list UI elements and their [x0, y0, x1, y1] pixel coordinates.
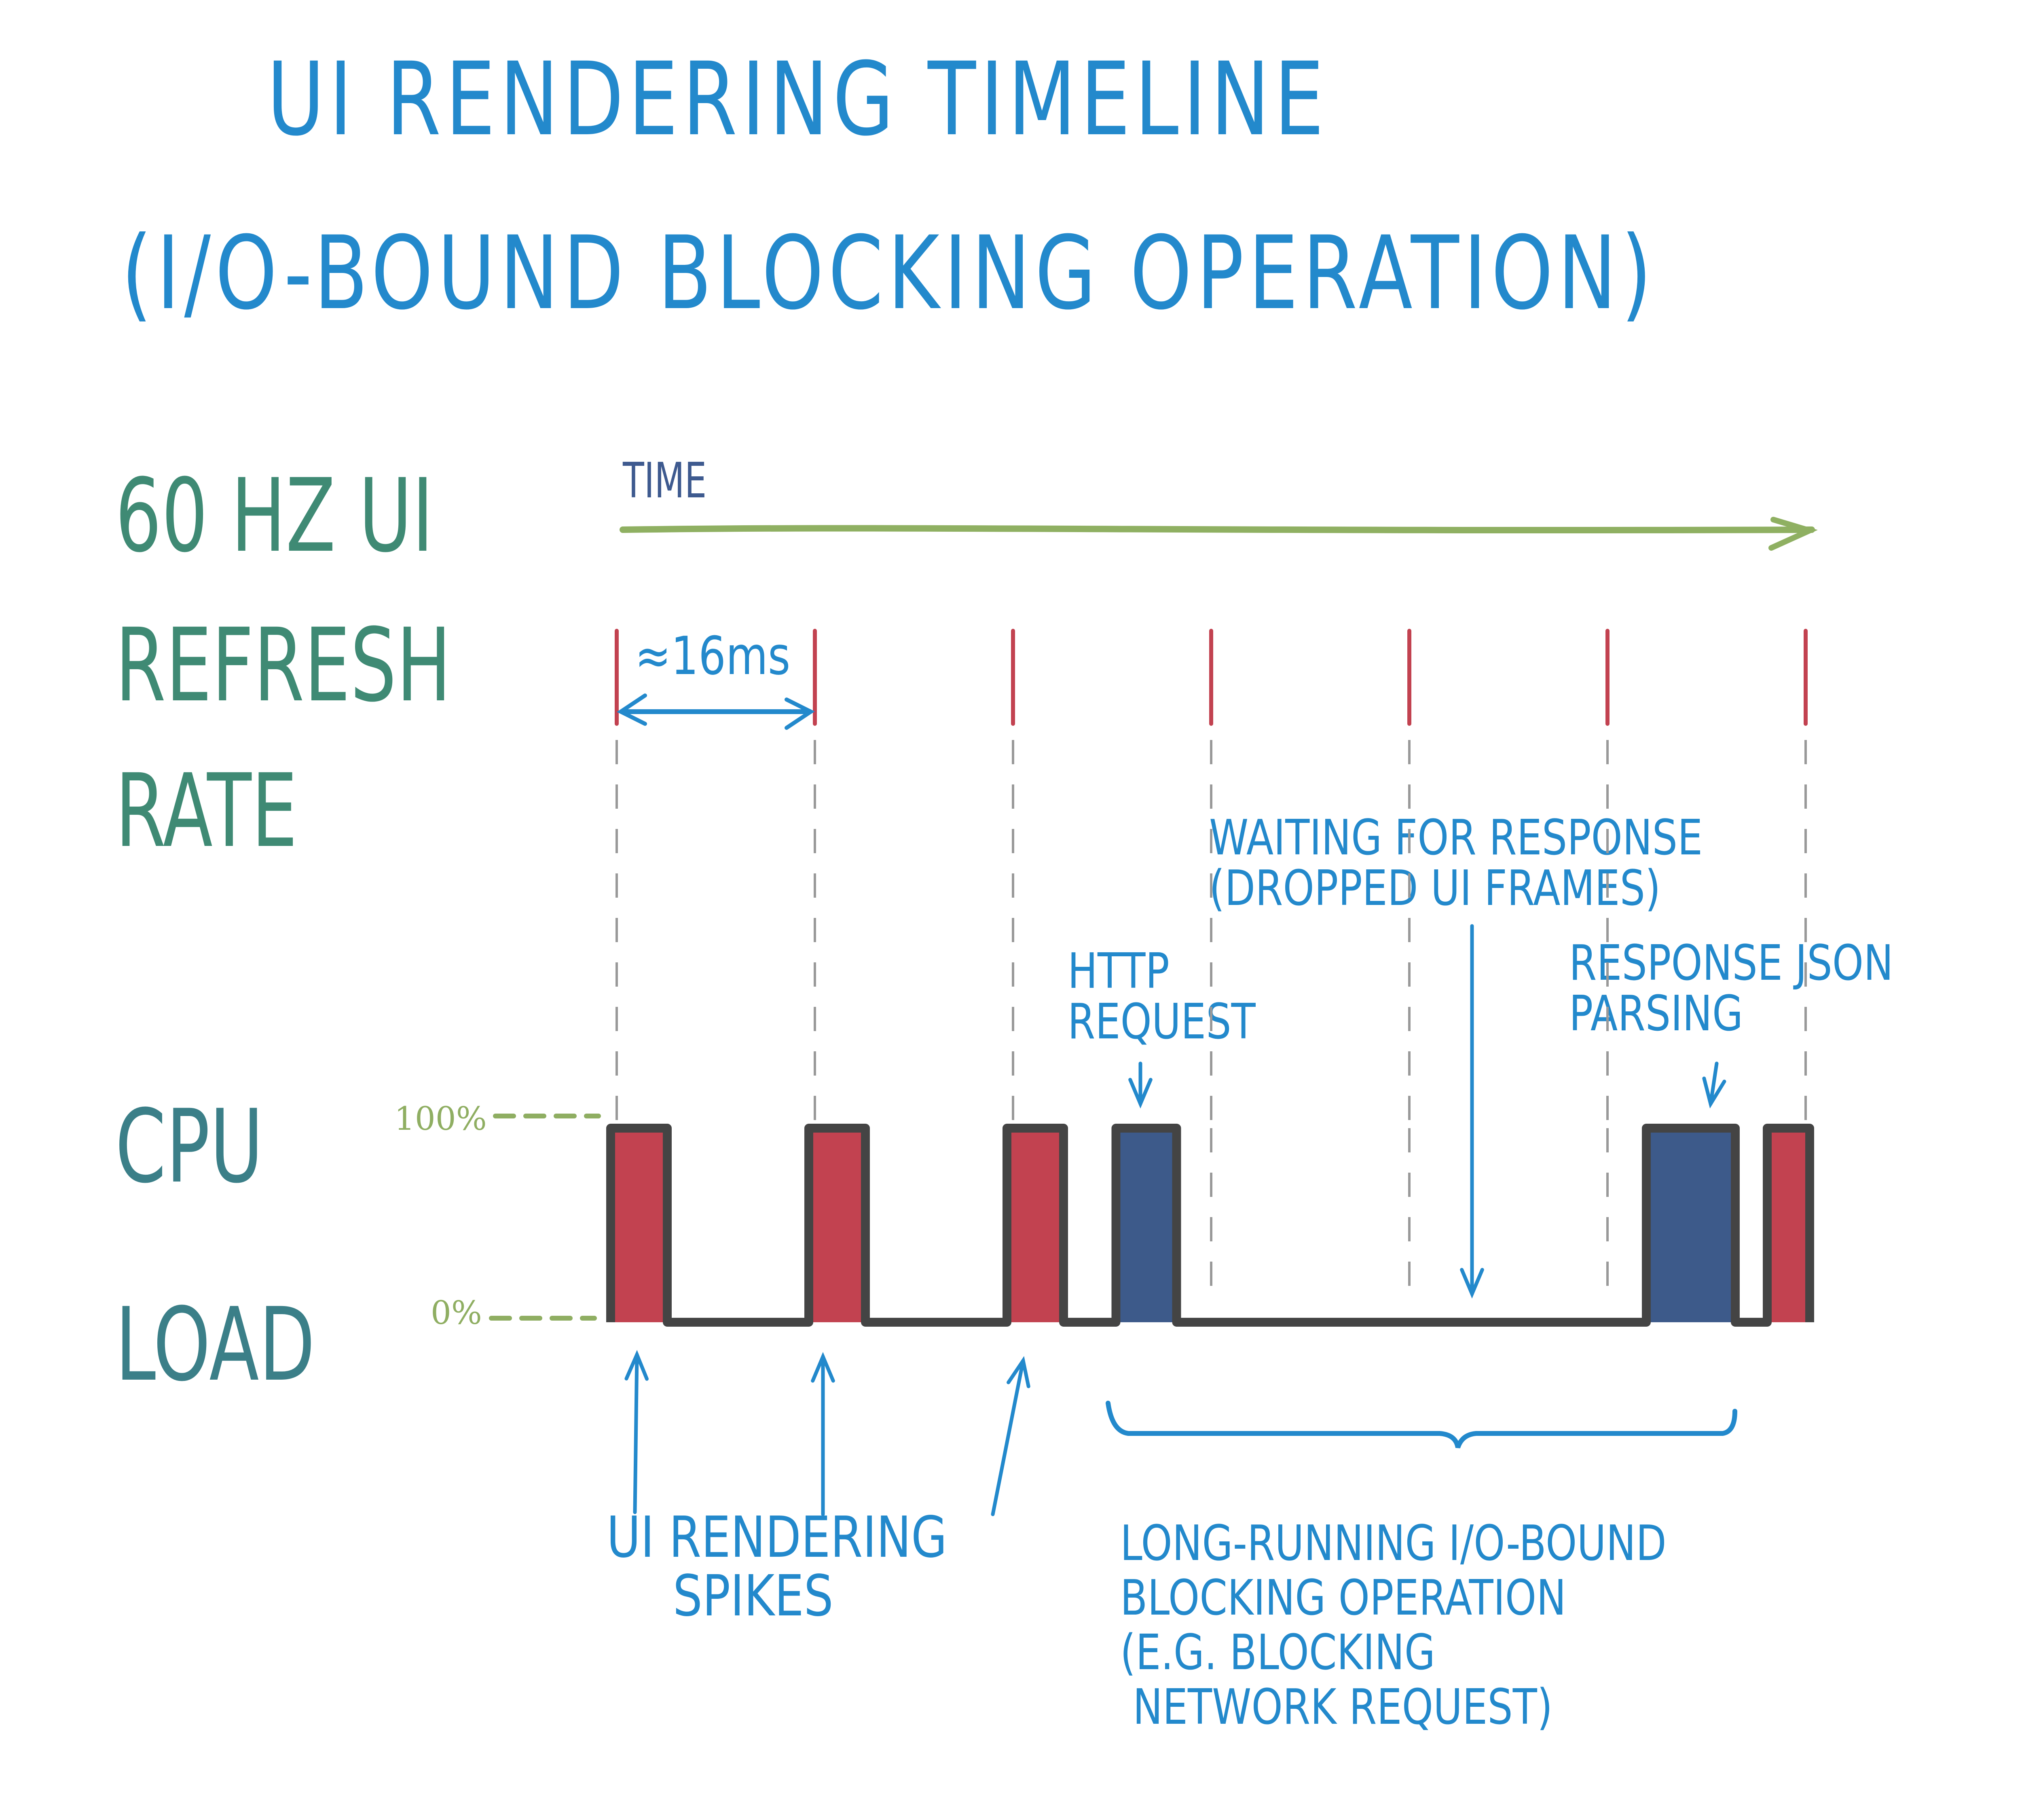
cpu-min-label: 0%: [431, 1294, 482, 1332]
cpu-bars: [606, 1124, 1814, 1322]
json-parsing-annotation-line-1: RESPONSE JSON: [1569, 935, 1893, 991]
http-request-annotation-line-1: HTTP: [1068, 943, 1170, 1000]
time-axis: [617, 517, 1818, 730]
frame-guides: [615, 740, 1807, 1302]
cpu-bar-http-request: [1120, 1132, 1173, 1322]
refresh-interval-label: ≈16ms: [635, 625, 791, 687]
waiting-annotation: WAITING FOR RESPONSE (DROPPED UI FRAMES): [1209, 813, 1703, 914]
cpu-max-label: 100%: [394, 1100, 487, 1137]
refresh-rate-label-3: RATE: [115, 752, 298, 870]
time-arrow-line: [620, 525, 1815, 534]
json-parsing-arrow-head: [1702, 1076, 1726, 1109]
cpu-bar-ui-render: [813, 1132, 861, 1322]
waiting-arrow-head: [1460, 1268, 1484, 1299]
cpu-bar-outline: [1003, 1124, 1068, 1322]
io-operation-brace: [1106, 1401, 1737, 1449]
cpu-bar-json-parsing: [1650, 1132, 1731, 1322]
title-line-2: (I/O-BOUND BLOCKING OPERATION): [121, 214, 1656, 332]
cpu-bar-ui-render: [1011, 1132, 1060, 1322]
json-parsing-annotation-line-2: PARSING: [1569, 986, 1743, 1042]
json-parsing-arrow-shaft: [1709, 1061, 1719, 1106]
cpu-load-label-2: LOAD: [115, 1286, 315, 1404]
json-parsing-annotation: RESPONSE JSON PARSING: [1569, 938, 1893, 1039]
long-running-annotation-line-3: (E.G. BLOCKING: [1120, 1625, 1436, 1681]
cpu-bar-ui-render: [1771, 1132, 1806, 1322]
refresh-ticks: [615, 629, 1808, 726]
time-arrowhead: [1768, 517, 1818, 551]
ui-spike-arrow-2-head: [811, 1352, 835, 1383]
waiting-annotation-line-1: WAITING FOR RESPONSE: [1209, 810, 1703, 866]
percent-guides: [489, 1114, 601, 1321]
cpu-bar-outline: [1763, 1124, 1814, 1322]
cpu-bar-outline: [1111, 1124, 1181, 1322]
title-line-1: UI RENDERING TIMELINE: [267, 40, 1328, 158]
ui-spike-arrow-1-shaft: [633, 1353, 639, 1514]
cpu-load-label-1: CPU: [115, 1088, 263, 1205]
annotation-arrows: [624, 924, 1737, 1516]
cpu-bar-outline: [1642, 1124, 1740, 1322]
cpu-bar-outline: [804, 1124, 870, 1322]
http-request-annotation-line-2: REQUEST: [1068, 994, 1256, 1050]
http-request-arrow-head: [1128, 1078, 1153, 1109]
cpu-bar-outline: [606, 1124, 672, 1322]
refresh-rate-label-1: 60 HZ UI: [115, 457, 434, 575]
interval-arrowhead-left: [617, 693, 647, 726]
ui-spike-arrow-3-shaft: [991, 1359, 1025, 1516]
ui-spikes-annotation: UI RENDERING SPIKES: [607, 1508, 947, 1626]
ui-spike-arrow-1-head: [624, 1350, 649, 1381]
ui-spikes-annotation-line-1: UI RENDERING: [607, 1505, 947, 1571]
long-running-annotation: LONG-RUNNING I/O-BOUND BLOCKING OPERATIO…: [1120, 1516, 1667, 1735]
cpu-bar-ui-render: [615, 1132, 663, 1322]
ui-spike-arrow-3-head: [1007, 1356, 1030, 1389]
long-running-annotation-line-2: BLOCKING OPERATION: [1120, 1570, 1566, 1626]
interval-arrowhead-right: [785, 698, 815, 730]
time-axis-label: TIME: [623, 453, 707, 509]
waiting-annotation-line-2: (DROPPED UI FRAMES): [1209, 860, 1661, 917]
http-request-annotation: HTTP REQUEST: [1068, 946, 1256, 1047]
ui-spikes-annotation-line-2: SPIKES: [673, 1563, 833, 1629]
long-running-annotation-line-1: LONG-RUNNING I/O-BOUND: [1120, 1516, 1667, 1572]
long-running-annotation-line-4: NETWORK REQUEST): [1120, 1679, 1553, 1735]
refresh-rate-label-2: REFRESH: [115, 607, 451, 724]
